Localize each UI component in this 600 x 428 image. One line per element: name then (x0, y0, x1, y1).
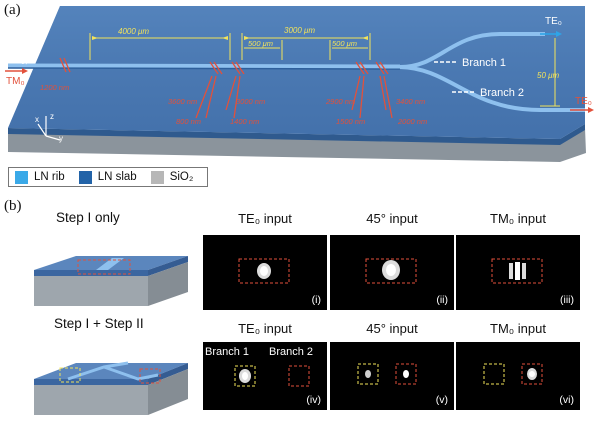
width-2900: 2900 nm (325, 97, 355, 106)
legend-swatch-ln-rib (15, 170, 28, 184)
tag-vi: (vi) (559, 394, 574, 406)
width-1200: 1200 nm (40, 83, 69, 92)
legend-swatch-sio2 (150, 170, 164, 184)
dim-500-a: 500 μm (248, 39, 273, 48)
width-1400: 1400 nm (230, 117, 259, 126)
axis-z-label: z (50, 112, 54, 121)
te0-input-label: TE₀, (8, 55, 28, 66)
mode-image-iii: (iii) (456, 235, 580, 310)
tag-i: (i) (311, 294, 321, 306)
mode-image-vi: (vi) (456, 342, 580, 410)
branch-2-image-label: Branch 2 (269, 346, 314, 358)
legend-label-ln-slab: LN slab (97, 171, 137, 183)
width-3000: 3000 nm (236, 97, 265, 106)
mode-image-ii: (ii) (330, 235, 454, 310)
rib-waveguide-branch-1 (399, 32, 545, 69)
row1-title-45: 45° input (366, 211, 418, 226)
row1-title-te0: TE₀ input (238, 211, 292, 226)
width-3600: 3600 nm (168, 97, 197, 106)
dim-3000: 3000 μm (284, 26, 315, 35)
width-800: 800 nm (176, 117, 201, 126)
tag-ii: (ii) (436, 294, 448, 306)
axis-x-label: x (35, 115, 39, 124)
mode-image-iv: Branch 1 Branch 2 (iv) (203, 342, 327, 410)
step2-chip-render (34, 361, 188, 415)
tag-iii: (iii) (560, 294, 574, 306)
panel-b-label: (b) (4, 198, 22, 214)
tm0-input-label: TM₀ (6, 76, 25, 87)
te0-output-branch1-label: TE₀ (545, 16, 562, 27)
row2-title-tm0: TM₀ input (490, 321, 546, 336)
branch-1-image-label: Branch 1 (205, 346, 250, 358)
slab-front (8, 124, 585, 145)
step2-title: Step I + Step II (54, 316, 144, 331)
row1-title-tm0: TM₀ input (490, 211, 546, 226)
step1-title: Step I only (56, 210, 120, 225)
te0-output-branch2-label: TE₀ (575, 96, 592, 107)
dim-4000: 4000 μm (118, 27, 149, 36)
legend-label-ln-rib: LN rib (34, 171, 65, 183)
legend-swatch-ln-slab (78, 170, 92, 184)
rib-waveguide-input (7, 63, 401, 70)
tag-iv: (iv) (306, 394, 321, 406)
panel-a-label: (a) (4, 2, 21, 18)
mode-image-v: (v) (330, 342, 454, 410)
dim-50: 50 μm (537, 71, 560, 80)
width-1500: 1500 nm (336, 117, 365, 126)
branch-2-label: Branch 2 (480, 87, 524, 99)
row2-title-te0: TE₀ input (238, 321, 292, 336)
dim-500-b: 500 μm (332, 39, 357, 48)
mode-image-i: (i) (203, 235, 327, 310)
step1-chip-render (34, 256, 188, 306)
branch-1-label: Branch 1 (462, 57, 506, 69)
row2-title-45: 45° input (366, 321, 418, 336)
tag-v: (v) (435, 394, 448, 406)
width-3400: 3400 nm (396, 97, 425, 106)
device-diagram: 4000 μm 3000 μm 500 μm 500 μm 50 μm 1200… (5, 6, 594, 162)
legend: LN rib LN slab SiO₂ (8, 167, 209, 187)
legend-label-sio2: SiO₂ (169, 171, 194, 183)
width-2000: 2000 nm (397, 117, 427, 126)
axis-y-label: y (59, 134, 63, 143)
